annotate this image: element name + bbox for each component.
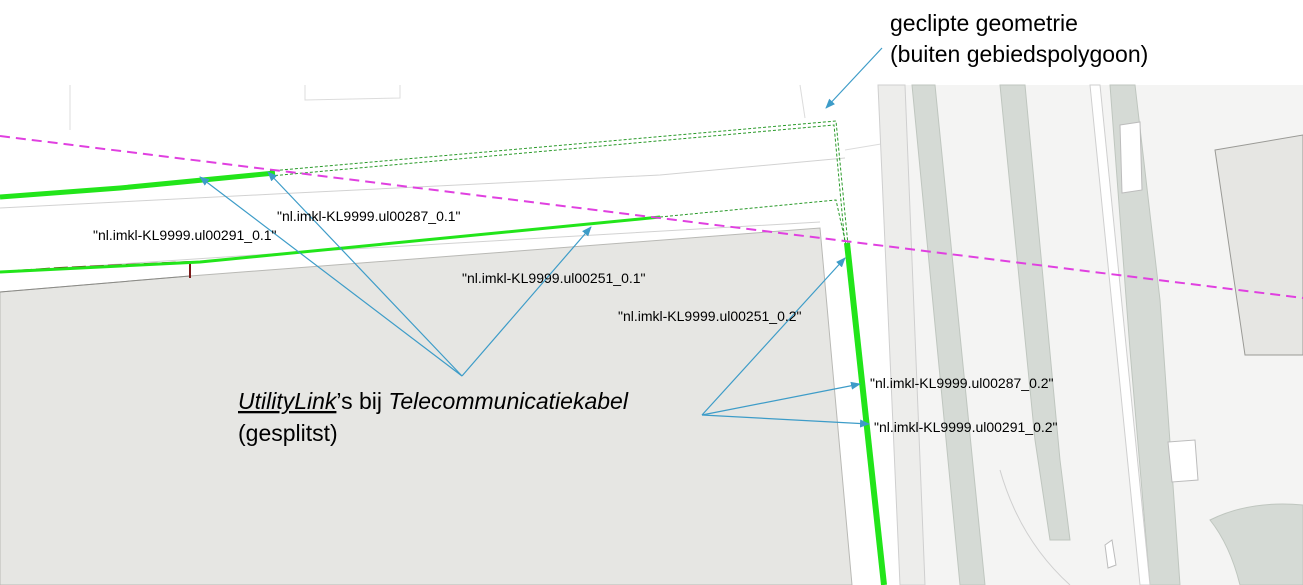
utility-links	[0, 170, 887, 585]
caption-line2: (gesplitst)	[238, 420, 338, 446]
utility-link-ul00251-0-2[interactable]	[844, 242, 887, 585]
arrow-ul00251-0-2	[701, 257, 846, 416]
arrow-ul00291-0-1	[199, 176, 463, 377]
callout-arrows	[199, 47, 883, 428]
arrow-clipped-geometry	[825, 47, 883, 109]
annotation-clipped-line1: geclipte geometrie	[890, 10, 1078, 36]
labels: "nl.imkl-KL9999.ul00287_0.1" "nl.imkl-KL…	[93, 10, 1148, 446]
curb-line	[0, 157, 846, 209]
utility-link-ul00287-0-1[interactable]	[0, 170, 276, 200]
building-right	[1214, 134, 1303, 356]
caption-connector: ’s bij	[336, 388, 388, 414]
sidewalk-strip	[877, 84, 926, 585]
label-ul00291-0-1: "nl.imkl-KL9999.ul00291_0.1"	[93, 227, 277, 243]
label-ul00251-0-1: "nl.imkl-KL9999.ul00251_0.1"	[462, 270, 646, 286]
arrow-ul00287-0-1	[267, 171, 463, 377]
arrow-ul00251-0-1	[461, 226, 592, 377]
parcel-outline	[799, 84, 806, 119]
road-curb	[1089, 84, 1151, 585]
arrow-ul00291-0-2	[701, 414, 870, 428]
topography-layer	[0, 84, 1303, 585]
caption-utilitylink: UtilityLink	[238, 388, 338, 414]
building-edge	[0, 275, 191, 293]
label-ul00287-0-2: "nl.imkl-KL9999.ul00287_0.2"	[870, 375, 1054, 391]
road-median	[1109, 84, 1181, 585]
utility-link-ul00291-0-1[interactable]	[0, 215, 661, 274]
label-ul00287-0-1: "nl.imkl-KL9999.ul00287_0.1"	[277, 208, 461, 224]
caption-telecom: Telecommunicatiekabel	[388, 388, 628, 414]
traffic-island	[1104, 539, 1117, 569]
road-curve	[1209, 503, 1303, 585]
annotation-clipped-line2: (buiten gebiedspolygoon)	[890, 41, 1148, 67]
clipped-geometry	[269, 120, 849, 246]
traffic-island	[1167, 439, 1199, 483]
parcel-outline	[304, 85, 401, 101]
area-polygon-boundary	[0, 135, 1303, 299]
arrow-ul00287-0-2	[701, 381, 861, 416]
traffic-island	[1119, 121, 1143, 194]
road-median	[911, 84, 986, 585]
label-ul00251-0-2: "nl.imkl-KL9999.ul00251_0.2"	[618, 308, 802, 324]
road-curve	[999, 469, 1071, 585]
caption-line1: UtilityLink’s bij Telecommunicatiekabel	[238, 388, 629, 414]
road-median	[999, 84, 1071, 541]
label-ul00291-0-2: "nl.imkl-KL9999.ul00291_0.2"	[874, 419, 1058, 435]
